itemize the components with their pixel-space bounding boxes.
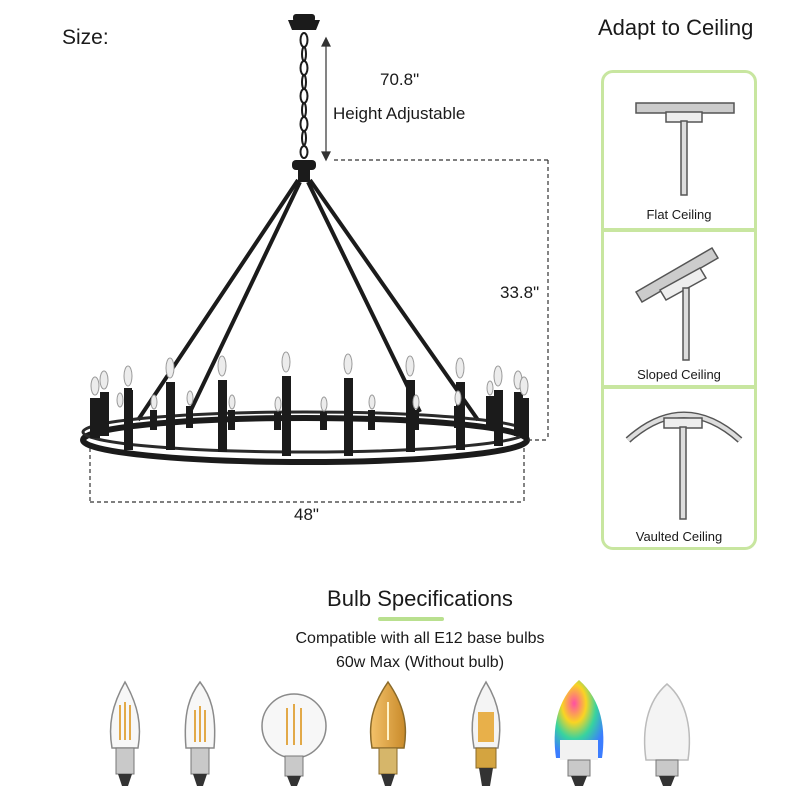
flame-tip-bulb-icon xyxy=(184,680,216,786)
adapt-ceiling-title: Adapt to Ceiling xyxy=(598,15,754,40)
corn-led-bulb-icon xyxy=(471,680,501,786)
sloped-ceiling-label: Sloped Ceiling xyxy=(637,367,721,382)
white-smart-bulb-icon xyxy=(643,683,691,786)
flat-ceiling-label: Flat Ceiling xyxy=(646,207,712,222)
size-label: Size: xyxy=(62,26,109,49)
width-label: 48" xyxy=(294,505,319,524)
bulb-compat-text: Compatible with all E12 base bulbs xyxy=(295,630,545,647)
bulb-spec-title: Bulb Specifications xyxy=(327,586,513,611)
chandelier-illustration xyxy=(80,14,549,503)
title-underline xyxy=(378,617,444,621)
clear-candle-bulb-icon xyxy=(109,680,141,786)
rgb-smart-bulb-icon xyxy=(554,680,604,786)
globe-bulb-icon xyxy=(261,693,327,786)
panel-divider xyxy=(604,385,754,389)
panel-divider xyxy=(604,228,754,232)
amber-candle-bulb-icon xyxy=(369,680,407,786)
chain-length-label: 70.8" xyxy=(380,70,420,89)
body-height-label: 33.8" xyxy=(500,283,540,302)
ceiling-options-panel xyxy=(601,70,757,550)
height-adjustable-label: Height Adjustable xyxy=(333,104,466,123)
bulb-wattage-text: 60w Max (Without bulb) xyxy=(335,654,505,671)
vaulted-ceiling-label: Vaulted Ceiling xyxy=(635,529,723,544)
